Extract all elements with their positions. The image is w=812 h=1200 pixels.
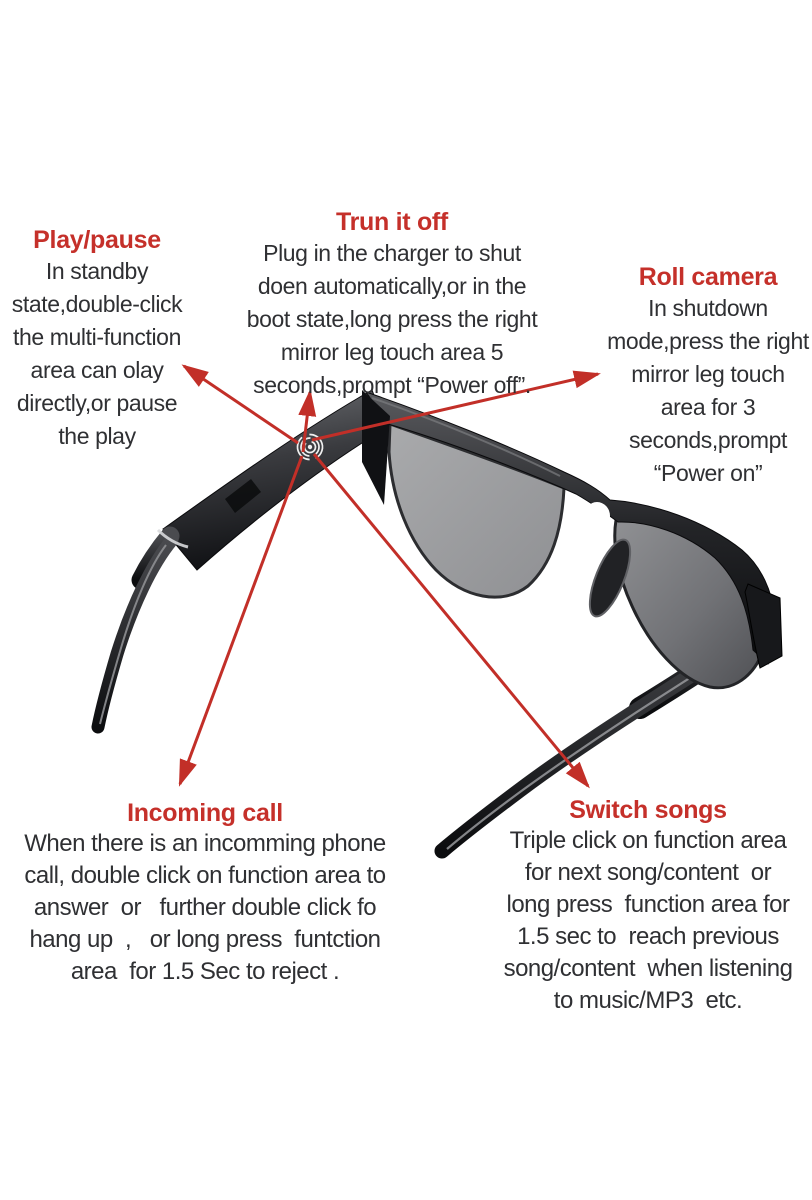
arrow-roll-camera (311, 370, 601, 442)
annotation-play-pause: Play/pause In standby state,double-click… (12, 225, 183, 453)
annotation-line: state,double-click (11, 291, 183, 317)
brow-sheen (371, 397, 561, 477)
annotation-line: doen automatically,or in the (257, 273, 527, 299)
annotation-line: 1.5 sec to reach previous (517, 923, 779, 950)
annotation-turn-off: Trun it off Plug in the charger to shut … (247, 207, 538, 402)
annotation-roll-camera: Roll camera In shutdown mode,press the r… (607, 262, 809, 490)
annotation-line: long press function area for (506, 891, 790, 918)
annotation-line: hang up , or long press funtction (29, 926, 381, 953)
annotation-title-switch-songs: Switch songs (569, 796, 727, 824)
annotation-line: song/content when listening (503, 955, 793, 982)
annotation-line: mirror leg touch area 5 (280, 339, 504, 365)
annotation-line: Plug in the charger to shut (263, 240, 521, 266)
annotation-line: directly,or pause (16, 390, 178, 416)
annotation-title-turn-off: Trun it off (336, 208, 448, 236)
annotation-line: “Power on” (653, 460, 763, 486)
arrow-incoming-call (178, 455, 304, 787)
annotation-line: the play (58, 423, 136, 449)
annotation-line: Triple click on function area (509, 827, 787, 854)
left-earpiece (91, 526, 189, 734)
annotation-line: mode,press the right (607, 328, 809, 354)
temple-slot (225, 479, 261, 513)
frame-endcap (362, 390, 390, 505)
arrow-play-pause (181, 364, 299, 445)
annotation-line: to music/MP3 etc. (553, 987, 743, 1014)
annotation-title-incoming-call: Incoming call (127, 799, 283, 827)
annotation-line: boot state,long press the right (246, 306, 538, 332)
annotation-title-roll-camera: Roll camera (638, 263, 778, 291)
annotation-line: area for 3 (660, 394, 756, 420)
annotation-line: answer or further double click fo (33, 894, 377, 921)
annotation-line: area can olay (30, 357, 164, 383)
lens-left (387, 421, 566, 599)
annotation-line: In shutdown (648, 295, 768, 321)
left-temple (162, 389, 387, 571)
annotation-incoming-call: Incoming call When there is an incomming… (24, 798, 386, 988)
annotation-line: area for 1.5 Sec to reject . (70, 958, 340, 985)
annotation-line: for next song/content or (524, 859, 772, 886)
arrow-turn-off (298, 389, 317, 453)
annotation-line: In standby (45, 258, 149, 284)
annotation-switch-songs: Switch songs Triple click on function ar… (504, 795, 793, 1017)
bridge-arch (584, 502, 610, 530)
annotation-line: seconds,prompt “Power off”. (253, 372, 531, 398)
annotation-line: the multi-function (13, 324, 181, 350)
annotation-line: When there is an incomming phone (24, 830, 386, 857)
annotation-title-play-pause: Play/pause (33, 226, 161, 254)
annotation-line: mirror leg touch (631, 361, 785, 387)
right-hinge (744, 583, 783, 669)
annotation-line: seconds,prompt (628, 427, 788, 453)
arrow-switch-songs (312, 453, 590, 789)
annotation-line: call, double click on function area to (24, 862, 386, 889)
nose-pad (588, 538, 632, 618)
